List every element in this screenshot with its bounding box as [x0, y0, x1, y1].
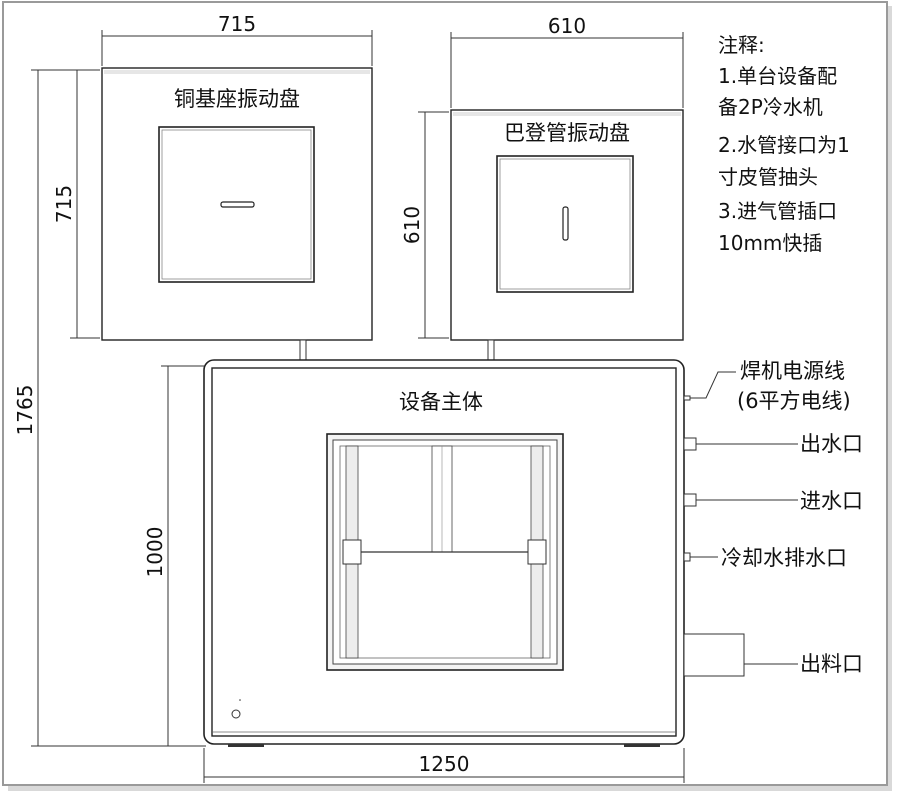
main-body-height-value: 1000	[143, 527, 167, 578]
left-disk-label: 铜基座振动盘	[174, 87, 300, 111]
notes-block: 注释: 1.单台设备配 备2P冷水机 2.水管接口为1 寸皮管抽头 3.进气管插…	[718, 33, 850, 255]
port-power-line-spec: (6平方电线)	[737, 389, 851, 413]
power-knob-icon	[231, 709, 241, 719]
total-height-value: 1765	[13, 385, 37, 436]
left-disk-slot	[220, 201, 255, 208]
port-power-line: 焊机电源线	[740, 359, 845, 383]
right-disk-height-dim	[418, 111, 449, 339]
port-material-out: 出料口	[800, 652, 863, 676]
left-disk-width-value: 715	[218, 12, 256, 36]
left-disk-width-dim	[101, 30, 373, 66]
right-disk-slot	[562, 206, 569, 241]
right-disk-label: 巴登管振动盘	[504, 121, 630, 145]
note-line: 3.进气管插口	[718, 199, 837, 223]
right-disk-height-value: 610	[400, 206, 424, 244]
note-line: 备2P冷水机	[718, 95, 823, 119]
port-water-in: 进水口	[800, 489, 863, 513]
right-disk-width-value: 610	[548, 14, 586, 38]
main-body-width-dim	[203, 748, 685, 783]
main-body-height-dim	[161, 365, 204, 746]
left-vibration-disk	[101, 67, 373, 341]
left-disk-height-value: 715	[52, 185, 76, 223]
main-body	[203, 359, 685, 747]
main-body-label: 设备主体	[399, 390, 483, 414]
note-line: 2.水管接口为1	[718, 133, 850, 157]
left-slider	[342, 539, 362, 565]
total-height-dim	[31, 69, 206, 747]
notes-title: 注释:	[718, 33, 765, 57]
right-slider	[527, 539, 547, 565]
note-line: 10mm快插	[718, 231, 822, 255]
port-water-out: 出水口	[800, 432, 863, 456]
note-line: 1.单台设备配	[718, 64, 837, 88]
ports	[683, 371, 798, 677]
main-body-width-value: 1250	[419, 752, 470, 776]
right-disk-width-dim	[450, 32, 684, 108]
port-cooling-drain: 冷却水排水口	[721, 546, 847, 570]
right-vibration-disk	[450, 109, 684, 341]
note-line: 寸皮管抽头	[718, 165, 818, 189]
